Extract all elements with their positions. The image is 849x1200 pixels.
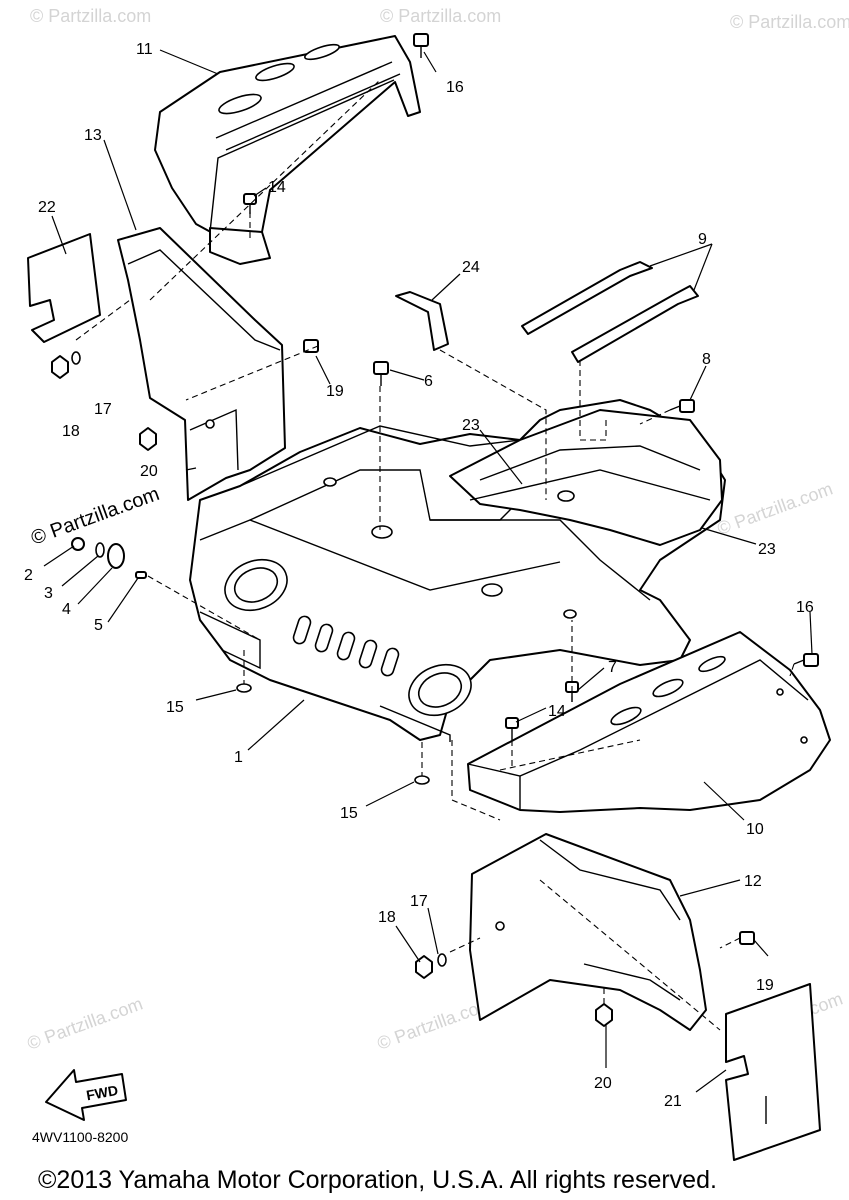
callout-23: 23 — [758, 541, 776, 558]
bolt-16-top — [413, 33, 429, 58]
callout-13: 13 — [84, 127, 102, 144]
callout-18: 18 — [62, 423, 80, 440]
callout-20: 20 — [594, 1075, 612, 1092]
callout-3: 3 — [44, 585, 53, 602]
bolt-14-bottom — [505, 717, 519, 740]
callout-7: 7 — [608, 659, 617, 676]
callout-17: 17 — [410, 893, 428, 910]
callout-20: 20 — [140, 463, 158, 480]
callout-11: 11 — [136, 41, 153, 58]
callout-16: 16 — [796, 599, 814, 616]
assembly-lines — [75, 79, 795, 1031]
collar-5 — [135, 571, 147, 579]
callout-labels: 11 16 13 14 22 9 24 6 8 19 17 18 23 20 2… — [24, 41, 814, 1110]
nut-20-right — [595, 1003, 613, 1027]
washer-15-left — [236, 683, 252, 693]
bolt-19-left — [303, 339, 319, 353]
callout-16: 16 — [446, 79, 464, 96]
diagram-code: 4WV1100-8200 — [32, 1129, 128, 1145]
washer-15-right — [414, 775, 430, 785]
bolt-19-right — [739, 931, 755, 945]
callout-12: 12 — [744, 873, 762, 890]
part-11-rear-guard — [154, 35, 421, 265]
callout-19: 19 — [756, 977, 774, 994]
nut-20-left — [139, 427, 157, 451]
callout-17: 17 — [94, 401, 112, 418]
watermark: © Partzilla.com — [25, 993, 146, 1053]
fwd-arrow-icon: FWD — [45, 1069, 127, 1121]
callout-24: 24 — [462, 259, 480, 276]
fasteners — [51, 33, 819, 1027]
callout-1: 1 — [234, 749, 243, 766]
callout-14: 14 — [548, 703, 566, 720]
callout-9: 9 — [698, 231, 707, 248]
callout-5: 5 — [94, 617, 103, 634]
part-24-pad — [395, 291, 449, 351]
leader-lines — [43, 49, 813, 1093]
callout-19: 19 — [326, 383, 344, 400]
callout-6: 6 — [424, 373, 433, 390]
part-9-trim-strips — [521, 261, 699, 363]
callout-14: 14 — [268, 179, 286, 196]
callout-22: 22 — [38, 199, 56, 216]
grommet-4 — [107, 543, 125, 569]
part-12-right-mudflap — [469, 833, 707, 1031]
watermark: © Partzilla.com — [730, 12, 849, 32]
washer-17-left — [71, 351, 81, 365]
callout-10: 10 — [746, 821, 764, 838]
watermark: © Partzilla.com — [380, 6, 501, 26]
part-22-left-rubber-flap — [27, 233, 101, 343]
callout-18: 18 — [378, 909, 396, 926]
screw-2 — [71, 537, 85, 551]
washer-17-right — [437, 953, 447, 967]
callout-21: 21 — [664, 1093, 682, 1110]
callout-8: 8 — [702, 351, 711, 368]
watermark-primary: © Partzilla.com — [28, 483, 162, 550]
watermark: © Partzilla.com — [715, 478, 836, 538]
callout-15: 15 — [166, 699, 184, 716]
nut-18-left — [51, 355, 69, 379]
washer-3 — [95, 542, 105, 558]
watermark: © Partzilla.com — [30, 6, 151, 26]
part-10-right-guard — [467, 631, 831, 813]
part-21-right-rubber-flap — [725, 983, 821, 1161]
callout-4: 4 — [62, 601, 71, 618]
fwd-label: FWD — [85, 1082, 119, 1103]
bolt-16-right — [793, 653, 819, 667]
part-13-left-mudflap — [117, 227, 286, 501]
bolt-6 — [373, 361, 389, 386]
callout-23: 23 — [462, 417, 480, 434]
copyright-text: ©2013 Yamaha Motor Corporation, U.S.A. A… — [38, 1166, 717, 1194]
part-23-cover — [449, 409, 723, 546]
callout-15: 15 — [340, 805, 358, 822]
callout-2: 2 — [24, 567, 33, 584]
bolt-8 — [669, 399, 695, 413]
